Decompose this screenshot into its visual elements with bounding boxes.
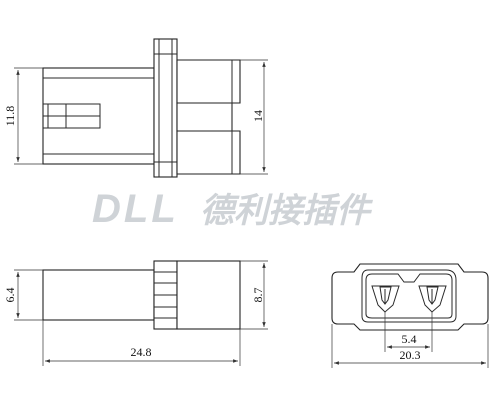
dim-side-height: 6.4 bbox=[3, 269, 43, 321]
top-flange bbox=[153, 38, 178, 178]
watermark-tagline: 德利接插件 bbox=[200, 192, 374, 230]
dim-end-width-label: 20.3 bbox=[400, 348, 421, 362]
top-latch bbox=[43, 103, 101, 129]
end-view: 5.4 20.3 bbox=[331, 263, 489, 368]
end-outline bbox=[331, 263, 489, 331]
dim-end-pitch: 5.4 bbox=[384, 312, 433, 352]
dim-side-flange-label: 8.7 bbox=[251, 288, 265, 303]
side-view: 6.4 8.7 24.8 bbox=[3, 260, 268, 366]
side-body-left bbox=[42, 269, 155, 321]
dim-end-pitch-label: 5.4 bbox=[402, 332, 417, 346]
dim-top-height: 11.8 bbox=[3, 67, 43, 165]
dim-side-length-label: 24.8 bbox=[131, 345, 152, 359]
end-terminal-right bbox=[418, 285, 447, 313]
dim-top-overall: 14 bbox=[240, 59, 268, 175]
watermark-brand: DLL bbox=[92, 187, 179, 231]
watermark: DLL 德利接插件 bbox=[92, 187, 374, 231]
dim-top-height-label: 11.8 bbox=[3, 106, 17, 127]
dim-top-overall-label: 14 bbox=[251, 110, 265, 122]
dim-end-width: 20.3 bbox=[331, 324, 489, 368]
dim-side-flange: 8.7 bbox=[240, 260, 268, 330]
top-body-right bbox=[176, 59, 241, 175]
end-terminal-left bbox=[371, 285, 400, 313]
dim-side-height-label: 6.4 bbox=[3, 288, 17, 303]
dim-side-length: 24.8 bbox=[42, 320, 241, 366]
side-body-right bbox=[176, 260, 241, 330]
top-view: 11.8 14 bbox=[3, 38, 268, 178]
